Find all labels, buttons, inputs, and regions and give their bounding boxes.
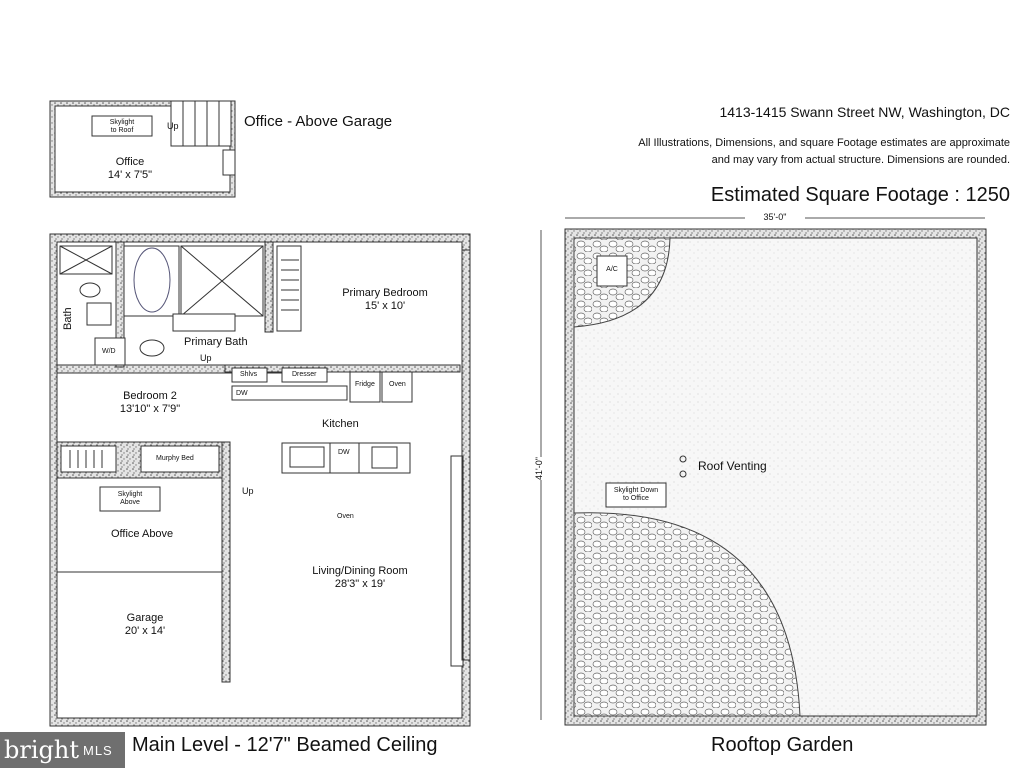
primary-bath-label: Primary Bath	[184, 336, 248, 348]
office-above-label: Office Above	[111, 528, 174, 540]
dw-label-2: DW	[338, 449, 350, 456]
disclaimer-line-2: and may vary from actual structure. Dime…	[711, 154, 1010, 166]
disclaimer-line-1: All Illustrations, Dimensions, and squar…	[638, 137, 1010, 149]
kitchen-label: Kitchen	[322, 418, 359, 430]
dresser-label: Dresser	[292, 371, 317, 378]
bright-mls-logo: bright MLS	[0, 732, 125, 768]
ac-label: A/C	[606, 266, 618, 273]
logo-suffix: MLS	[82, 742, 113, 758]
logo-brand: bright	[4, 736, 79, 764]
oven-label-2: Oven	[337, 513, 354, 520]
roof-height-dimension: 41'-0"	[534, 457, 545, 480]
rooftop-title: Rooftop Garden	[711, 734, 854, 756]
bath-label: Bath	[62, 307, 74, 330]
property-address: 1413-1415 Swann Street NW, Washington, D…	[719, 104, 1010, 120]
roof-venting-label: Roof Venting	[698, 459, 767, 473]
main-level-title: Main Level - 12'7" Beamed Ceiling	[132, 734, 438, 756]
office-plan	[49, 100, 236, 198]
office-plan-title: Office - Above Garage	[244, 113, 393, 130]
wd-label: W/D	[102, 348, 116, 355]
fridge-label: Fridge	[355, 381, 375, 388]
oven-label: Oven	[389, 381, 406, 388]
main-level-plan	[49, 233, 471, 727]
square-footage: Estimated Square Footage : 1250	[710, 184, 1010, 206]
roof-width-dimension: 35'-0"	[745, 212, 805, 223]
murphy-bed-label: Murphy Bed	[156, 455, 194, 462]
rooftop-plan	[540, 217, 987, 726]
office-up-label: Up	[167, 121, 179, 131]
dw-label-1: DW	[236, 390, 248, 397]
shelves-label: Shlvs	[240, 371, 258, 378]
up-label-2: Up	[242, 486, 254, 496]
up-label-1: Up	[200, 353, 212, 363]
